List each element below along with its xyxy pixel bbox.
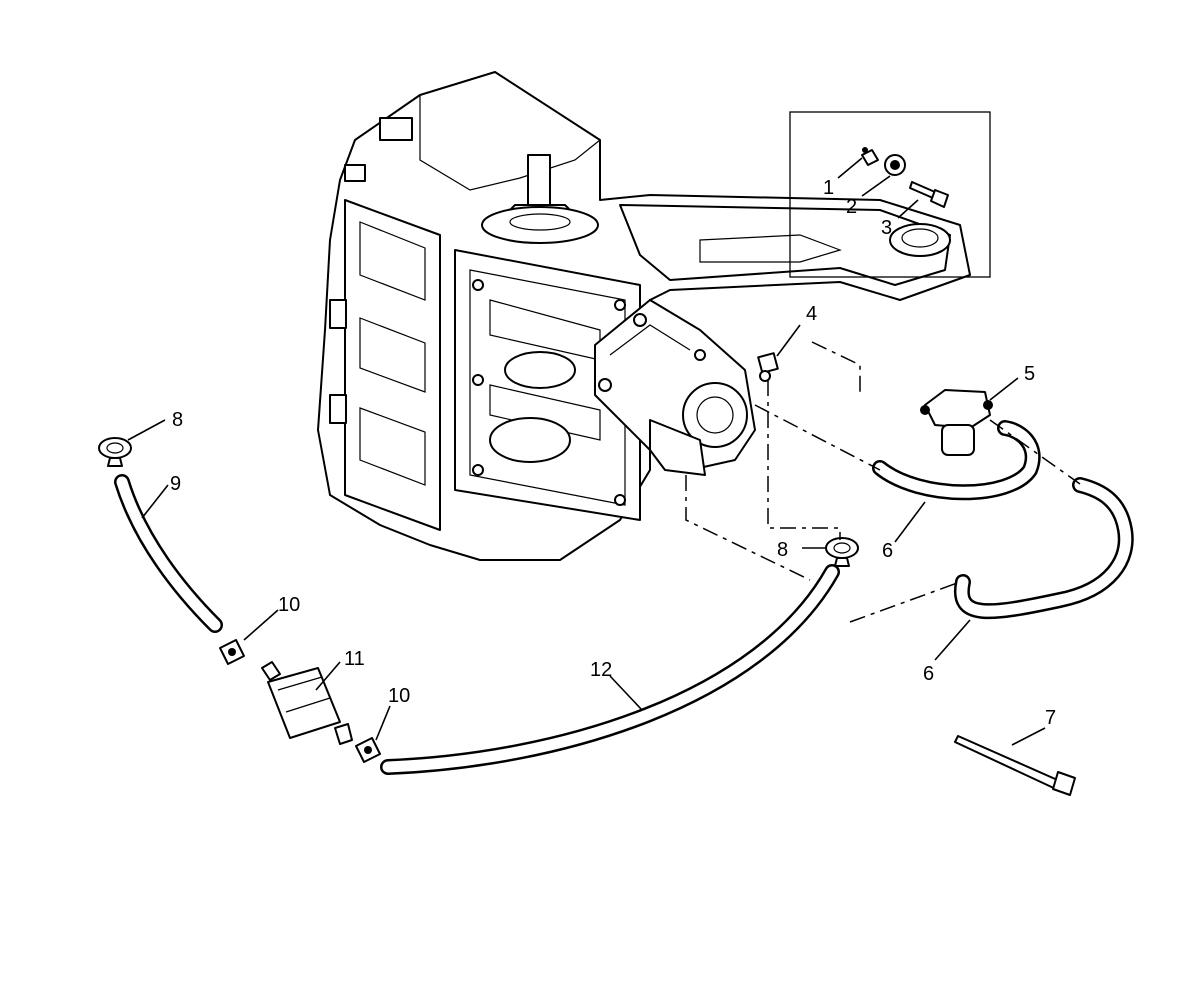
cable-tie-7 (954, 735, 1076, 796)
assembly-lines (685, 341, 1081, 623)
hose-clamp-8-left (98, 437, 132, 467)
callout-11: 11 (344, 648, 365, 670)
callout-3: 3 (881, 217, 892, 239)
callout-10-lower: 10 (388, 685, 410, 707)
fuel-pump-5 (920, 389, 993, 456)
inset-part-3-screw (909, 181, 949, 208)
inset-part-2-grommet (884, 154, 906, 176)
fuel-hose-12 (380, 564, 840, 775)
hose-clamp-8-right (825, 537, 859, 567)
callout-10-upper: 10 (278, 594, 300, 616)
callout-2: 2 (846, 196, 857, 218)
inset-part-1 (861, 147, 879, 166)
fuel-hose-9 (114, 474, 223, 633)
callout-8-right: 8 (777, 539, 788, 561)
hose-clamp-10-lower (355, 737, 381, 763)
hose-clamp-10-upper (219, 639, 245, 665)
callout-6-lower: 6 (923, 663, 934, 685)
fuel-filter-11 (261, 661, 353, 745)
detail-inset-box (789, 111, 991, 278)
carburetor (594, 299, 756, 476)
callout-9: 9 (170, 473, 181, 495)
callout-7: 7 (1045, 707, 1056, 729)
fuel-hose-6-lower (953, 477, 1134, 620)
leader-lines (127, 157, 1046, 746)
callout-4: 4 (806, 303, 817, 325)
fuel-fitting-4 (757, 352, 779, 382)
callout-6-upper: 6 (882, 540, 893, 562)
callout-1: 1 (823, 177, 834, 199)
callout-5: 5 (1024, 363, 1035, 385)
callout-12: 12 (590, 659, 612, 681)
callout-8-left: 8 (172, 409, 183, 431)
fuel-hose-6-upper (872, 420, 1041, 501)
